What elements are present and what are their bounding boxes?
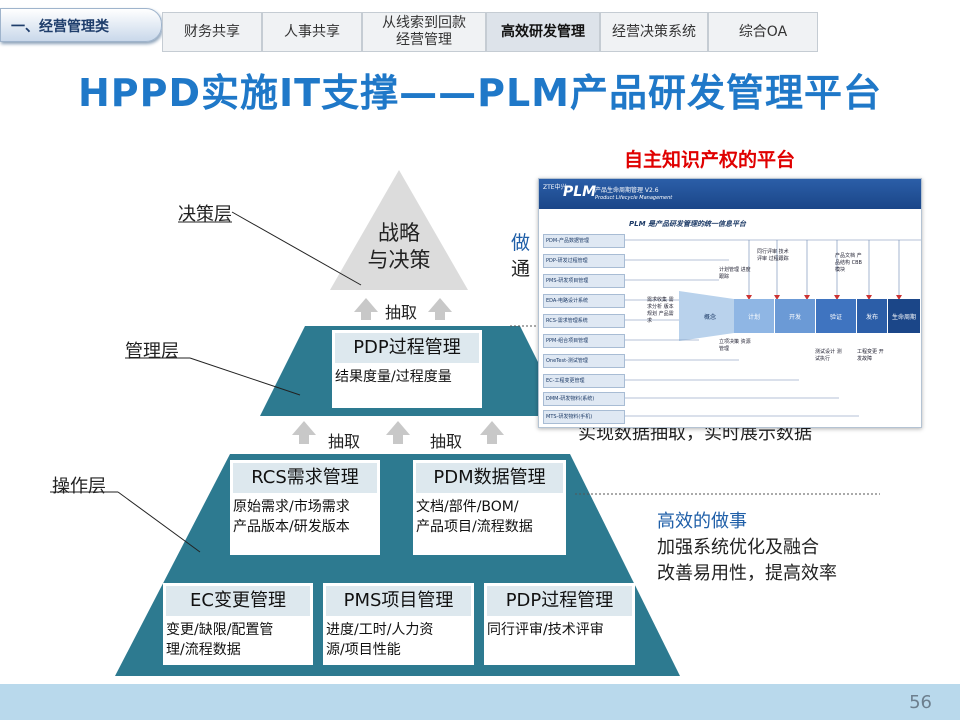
rcs-box[interactable]: RCS需求管理 原始需求/市场需求 产品版本/研发版本 xyxy=(230,460,380,555)
pdm-box[interactable]: PDM数据管理 文档/部件/BOM/ 产品项目/流程数据 xyxy=(413,460,566,555)
plm-side-item: MTS-研发物料(手机) xyxy=(543,410,625,424)
plm-note: 同行评审 技术评审 过程跟踪 xyxy=(757,249,789,262)
plm-side-item: PDP-研发过程管理 xyxy=(543,254,625,268)
tab-decision-system[interactable]: 经营决策系统 xyxy=(600,12,708,52)
plm-brand: ZTE中兴 xyxy=(543,184,567,191)
box-body: 原始需求/市场需求 产品版本/研发版本 xyxy=(233,499,350,535)
middle-note: 实现数据抽取，实时展示数据 xyxy=(578,423,812,444)
plm-screenshot: ZTE中兴 PLM 产品生命周期管理 V2.6 Product Lifecycl… xyxy=(538,178,922,428)
tab-oa[interactable]: 综合OA xyxy=(708,12,818,52)
page-number: 56 xyxy=(909,692,932,713)
layer-management: 管理层 xyxy=(125,341,179,362)
plm-note: 需求收集 需求分析 版本规划 产品需求 xyxy=(647,297,674,324)
layer-decision: 决策层 xyxy=(178,204,232,225)
pdp-operation-box[interactable]: PDP过程管理 同行评审/技术评审 xyxy=(484,583,635,665)
box-body: 进度/工时/人力资 源/项目性能 xyxy=(326,622,434,658)
plm-stage: 验证 xyxy=(816,299,856,333)
extract-label-left: 抽取 xyxy=(328,432,361,451)
extract-label-top: 抽取 xyxy=(385,303,418,322)
plm-note: 产品文档 产品结构 CBB模块 xyxy=(835,253,862,273)
page-title: HPPD实施IT支撑——PLM产品研发管理平台 xyxy=(78,71,882,115)
tab-lead-to-cash[interactable]: 从线索到回款经营管理 xyxy=(362,12,486,52)
plm-note: 测试设计 测试执行 xyxy=(815,349,842,362)
plm-stage: 开发 xyxy=(775,299,815,333)
plm-side-item: EC-工程变更管理 xyxy=(543,374,625,388)
box-title: PDP过程管理 xyxy=(487,586,632,616)
box-title: PDM数据管理 xyxy=(416,463,563,493)
tab-rd-management[interactable]: 高效研发管理 xyxy=(486,12,600,52)
extract-label-right: 抽取 xyxy=(430,432,463,451)
pdp-management-box[interactable]: PDP过程管理 结果度量/过程度量 xyxy=(332,330,482,408)
section-tag-label: 一、经营管理类 xyxy=(11,19,109,35)
box-body: 文档/部件/BOM/ 产品项目/流程数据 xyxy=(416,499,533,535)
plm-product-sub: 产品生命周期管理 V2.6 xyxy=(595,187,659,194)
footer-band xyxy=(0,684,960,720)
plm-flow-lines xyxy=(625,239,921,417)
plm-stage: 计划 xyxy=(734,299,774,333)
plm-side-item: PDM-产品数据管理 xyxy=(543,234,625,248)
box-title: PMS项目管理 xyxy=(326,586,471,616)
plm-side-item: PMS-研发项目管理 xyxy=(543,274,625,288)
plm-caption: 自主知识产权的平台 xyxy=(624,149,796,171)
box-title: RCS需求管理 xyxy=(233,463,377,493)
pms-box[interactable]: PMS项目管理 进度/工时/人力资 源/项目性能 xyxy=(323,583,474,665)
plm-side-item: DMM-研发物料(系统) xyxy=(543,392,625,406)
plm-heading: PLM 是产品研发管理的统一信息平台 xyxy=(629,220,746,228)
plm-product-sub-en: Product Lifecycle Management xyxy=(595,195,673,201)
effective-note: 高效的做事 加强系统优化及融合 改善易用性，提高效率 xyxy=(657,511,837,584)
section-tag[interactable]: 一、经营管理类 xyxy=(0,8,162,42)
layer-operation: 操作层 xyxy=(52,476,106,497)
box-body: 同行评审/技术评审 xyxy=(487,622,604,638)
plm-side-item: OneTest-测试管理 xyxy=(543,354,625,368)
apex-triangle xyxy=(330,170,468,290)
plm-stage: 概念 xyxy=(703,313,716,321)
box-title: EC变更管理 xyxy=(166,586,310,616)
plm-side-item: PPM-组合项目管理 xyxy=(543,334,625,348)
box-body: 结果度量/过程度量 xyxy=(335,369,452,385)
plm-note: 工程变更 开发故障 xyxy=(857,349,884,362)
box-body: 变更/缺限/配置管 理/流程数据 xyxy=(166,622,274,658)
plm-note: 计划管理 进度跟踪 xyxy=(719,267,751,280)
up-arrows xyxy=(292,298,504,444)
plm-header-bar: ZTE中兴 PLM 产品生命周期管理 V2.6 Product Lifecycl… xyxy=(539,179,921,209)
plm-product: PLM xyxy=(563,184,597,200)
partial-note-top: 做 通 xyxy=(511,232,531,280)
plm-side-item: EDA-电路设计系统 xyxy=(543,294,625,308)
tab-finance[interactable]: 财务共享 xyxy=(162,12,262,52)
plm-stage: 生命周期 xyxy=(888,299,920,333)
apex-label: 战略 与决策 xyxy=(367,221,431,272)
plm-stage: 发布 xyxy=(857,299,887,333)
ec-box[interactable]: EC变更管理 变更/缺限/配置管 理/流程数据 xyxy=(163,583,313,665)
plm-side-item: RCS-需求管理系统 xyxy=(543,314,625,328)
box-title: PDP过程管理 xyxy=(335,333,479,363)
plm-note: 立项决策 资源管理 xyxy=(719,339,751,352)
tab-hr[interactable]: 人事共享 xyxy=(262,12,362,52)
